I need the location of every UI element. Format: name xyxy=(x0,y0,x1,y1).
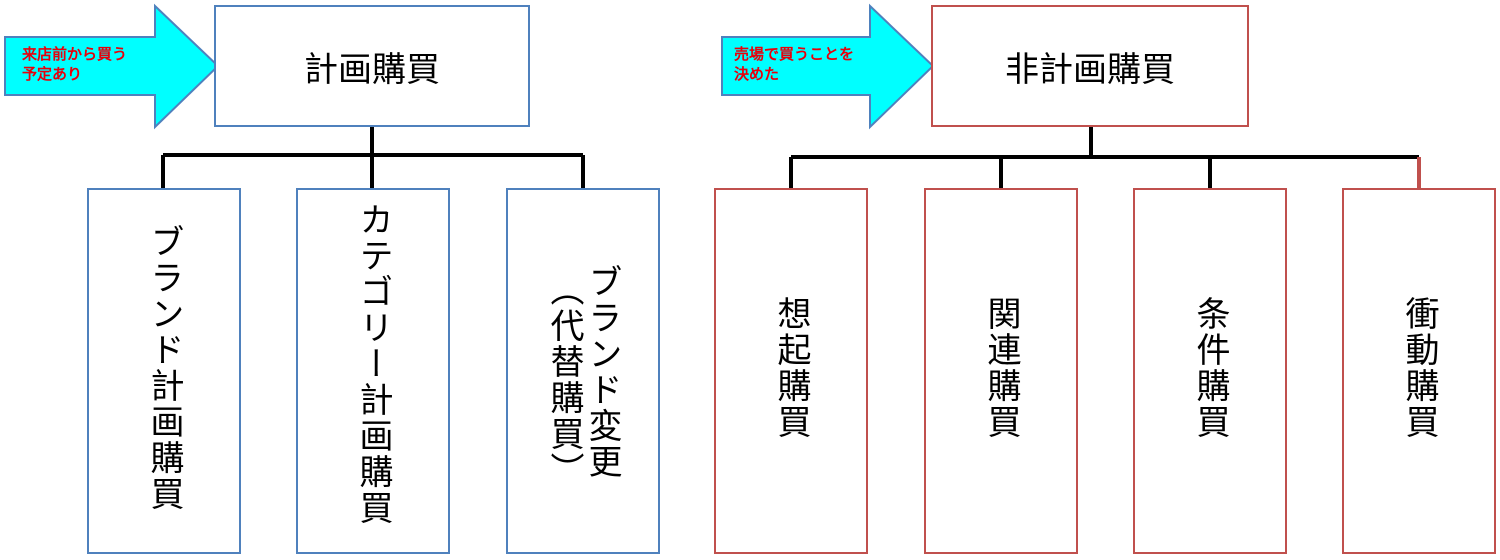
node-label-sub: （代替購買） xyxy=(544,272,584,488)
brand-change-node: （代替購買） ブランド変更 xyxy=(506,188,660,554)
node-label: 条件購買 xyxy=(1190,296,1230,440)
brand-planned-node: ブランド計画購買 xyxy=(87,188,241,554)
category-planned-node: カテゴリー計画購買 xyxy=(296,188,450,554)
node-label: カテゴリー計画購買 xyxy=(353,202,393,526)
node-label: 関連購買 xyxy=(981,296,1021,440)
planned-purchase-root: 計画購買 xyxy=(214,5,530,127)
node-label: 想起購買 xyxy=(771,296,811,440)
related-purchase-node: 関連購買 xyxy=(924,188,1078,554)
node-label: ブランド計画購買 xyxy=(144,224,184,512)
root-label: 非計画購買 xyxy=(1005,49,1175,90)
node-label: ブランド変更 xyxy=(582,264,622,480)
recall-purchase-node: 想起購買 xyxy=(714,188,868,554)
left-arrow-label: 来店前から買う 予定あり xyxy=(22,45,128,83)
right-arrow-label: 売場で買うことを 決めた xyxy=(734,45,855,83)
unplanned-purchase-root: 非計画購買 xyxy=(931,5,1249,127)
root-label: 計画購買 xyxy=(304,49,440,90)
node-label: 衝動購買 xyxy=(1399,296,1439,440)
left-arrow-shape xyxy=(4,3,935,130)
impulse-purchase-node: 衝動購買 xyxy=(1342,188,1496,554)
conditional-purchase-node: 条件購買 xyxy=(1133,188,1287,554)
